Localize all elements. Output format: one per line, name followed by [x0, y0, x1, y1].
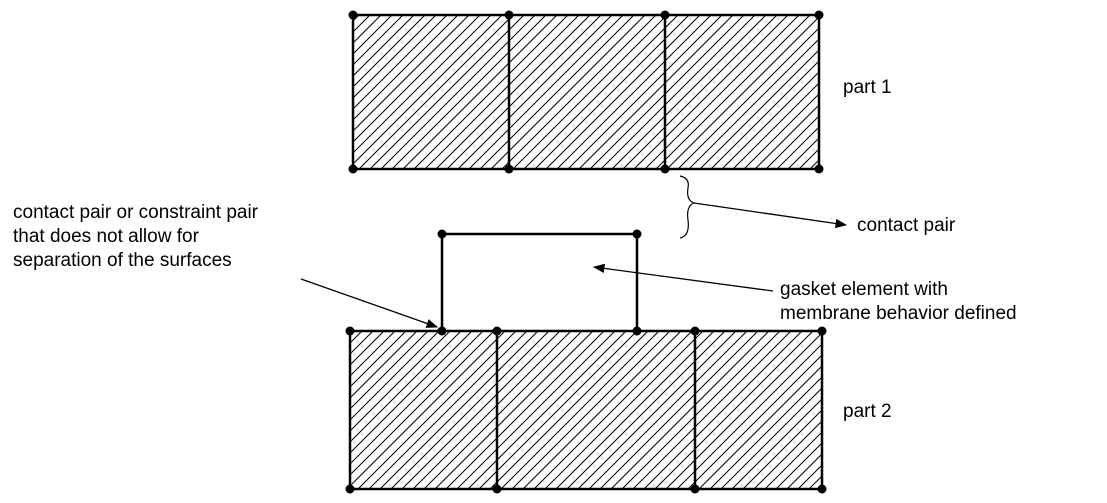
- node: [632, 326, 642, 336]
- contact-pair-arrow: [693, 202, 848, 229]
- node: [492, 484, 502, 494]
- node: [814, 10, 824, 20]
- node: [690, 326, 700, 336]
- node: [437, 229, 447, 239]
- node: [437, 326, 447, 336]
- node: [817, 326, 827, 336]
- part1-label: part 1: [843, 77, 892, 98]
- node: [632, 229, 642, 239]
- gasket-element-label: gasket element with membrane behavior de…: [780, 279, 1017, 324]
- node: [660, 164, 670, 174]
- part1-nodes: [348, 10, 824, 174]
- gasket-element: [437, 229, 642, 336]
- part1-outline: [351, 13, 821, 171]
- gasket-outline: [440, 232, 639, 331]
- contact-pair-label: contact pair: [857, 215, 956, 236]
- constraint-pair-label: contact pair or constraint pair that doe…: [13, 202, 259, 271]
- constraint-arrow: [300, 278, 439, 328]
- node: [504, 10, 514, 20]
- part2-label: part 2: [843, 401, 892, 422]
- node: [690, 484, 700, 494]
- node: [348, 164, 358, 174]
- node: [492, 326, 502, 336]
- node: [817, 484, 827, 494]
- part2-mesh: [345, 326, 827, 494]
- part1-mesh: [348, 10, 824, 174]
- part2-outline: [348, 329, 824, 491]
- node: [345, 326, 355, 336]
- node: [504, 164, 514, 174]
- node: [814, 164, 824, 174]
- node: [660, 10, 670, 20]
- node: [348, 10, 358, 20]
- part2-nodes: [345, 326, 827, 494]
- gasket-arrow: [592, 263, 774, 292]
- node: [345, 484, 355, 494]
- gap-brace: [679, 175, 696, 239]
